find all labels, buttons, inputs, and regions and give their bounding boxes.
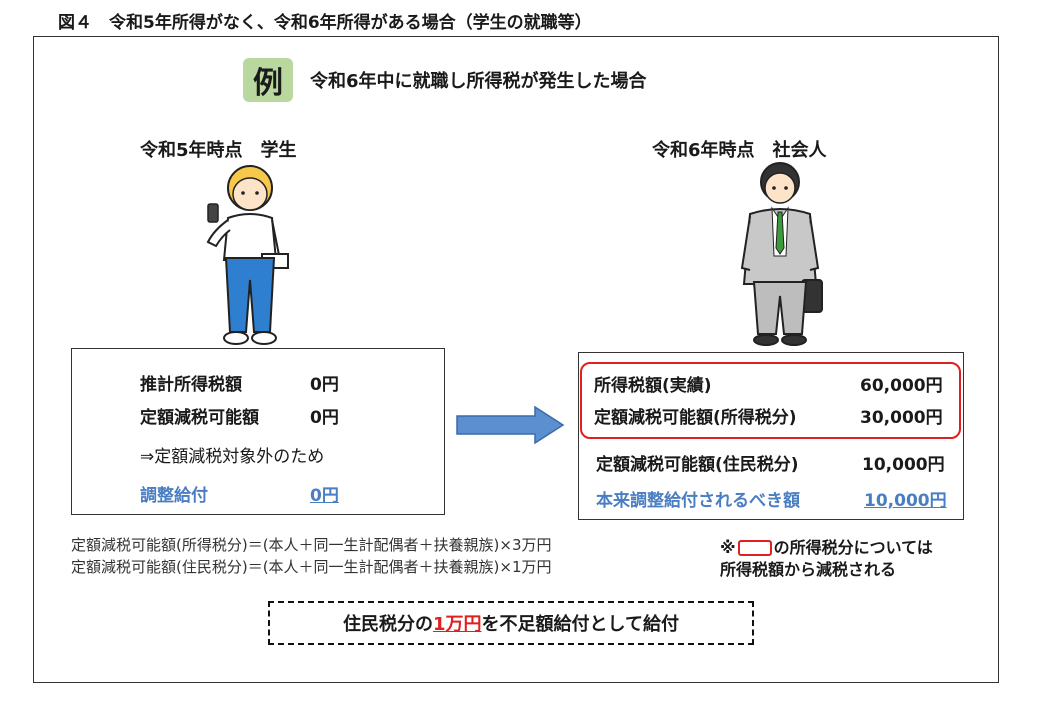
right-row2-label: 定額減税可能額(所得税分) [594,408,797,428]
worker-tax-box [578,352,964,520]
right-row4-value: 10,000円 [864,491,947,511]
left-period-label: 令和5年時点 学生 [140,140,297,161]
right-row3-value: 10,000円 [862,455,945,475]
left-row3-value: 0円 [310,486,339,506]
right-row1-value: 60,000円 [860,376,943,396]
note-line1-text: の所得税分については [773,538,933,557]
left-row1-label: 推計所得税額 [140,375,242,395]
diagram-frame [33,36,999,683]
bottom-text-pre: 住民税分の [343,614,433,635]
businessman-illustration [740,162,823,346]
right-period-label: 令和6年時点 社会人 [652,140,827,161]
left-row1-value: 0円 [310,375,339,395]
formula-resident-tax: 定額減税可能額(住民税分)＝(本人＋同一生計配偶者＋扶養親族)×1万円 [71,558,552,576]
left-exclusion-note: ⇒定額減税対象外のため [140,447,325,467]
bottom-text-post: を不足額給付として給付 [481,614,679,635]
highlight-note-line2: 所得税額から減税される [720,560,897,579]
student-illustration [206,165,289,345]
left-row2-label: 定額減税可能額 [140,408,259,428]
right-row2-value: 30,000円 [860,408,943,428]
left-row3-label: 調整給付 [140,486,208,506]
right-row3-label: 定額減税可能額(住民税分) [596,455,799,475]
right-row4-label: 本来調整給付されるべき額 [596,491,800,511]
note-mark: ※ [720,538,736,557]
student-tax-box [71,348,445,515]
example-description: 令和6年中に就職し所得税が発生した場合 [310,71,647,92]
formula-income-tax: 定額減税可能額(所得税分)＝(本人＋同一生計配偶者＋扶養親族)×3万円 [71,536,552,554]
left-row2-value: 0円 [310,408,339,428]
figure-title: 図４ 令和5年所得がなく、令和6年所得がある場合（学生の就職等） [58,13,592,33]
right-arrow-icon [456,405,565,445]
red-box-legend-icon [737,540,772,556]
example-badge: 例 [243,58,293,102]
right-row1-label: 所得税額(実績) [594,376,712,396]
income-tax-highlight [580,362,961,439]
highlight-note-line1: ※ の所得税分については [720,534,933,558]
bottom-amount: 1万円 [433,614,482,635]
